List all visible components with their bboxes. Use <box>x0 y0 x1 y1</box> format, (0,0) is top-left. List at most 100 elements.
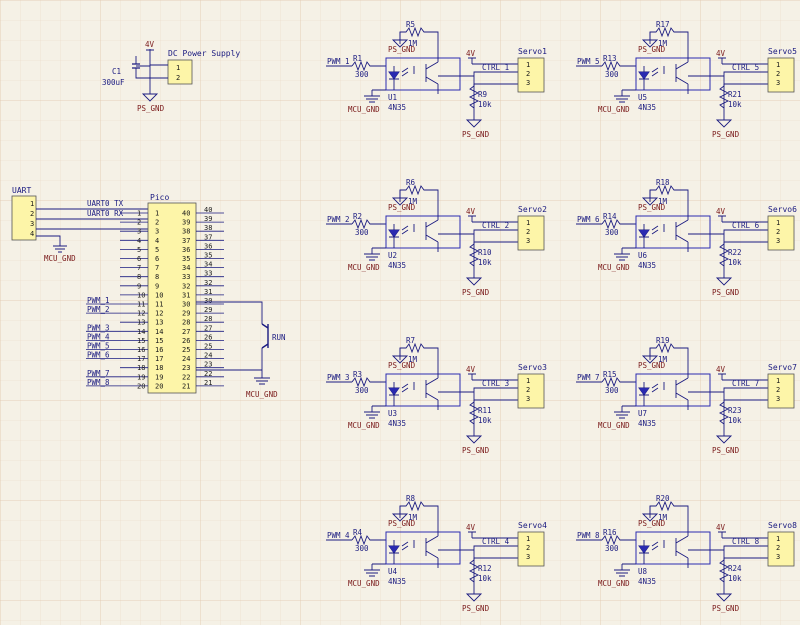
pico-pin-right: 32 <box>182 282 190 290</box>
pico-pin-left: 2 <box>155 219 159 227</box>
feedback-resistor-ref: R19 <box>656 336 670 345</box>
opto-ref: U5 <box>638 93 647 102</box>
pulldown-resistor-ref: R9 <box>478 90 487 99</box>
c1-value: 300uF <box>102 78 125 87</box>
input-resistor-ref: R15 <box>603 370 617 379</box>
servo-connector-title: Servo4 <box>518 521 547 530</box>
pico-ext-pin-left: 18 <box>137 364 145 372</box>
servo-pin: 1 <box>526 61 530 69</box>
supply-4v-label: 4V <box>466 207 476 216</box>
servo-pin: 3 <box>526 237 530 245</box>
pico-gnd-label: MCU_GND <box>246 390 278 399</box>
ps-gnd-top-label: PS_GND <box>638 203 666 212</box>
input-resistor-ref: R16 <box>603 528 617 537</box>
pico-pin-left: 12 <box>155 310 163 318</box>
pico-pin-left: 3 <box>155 228 159 236</box>
servo-pin: 2 <box>526 544 530 552</box>
uart-title: UART <box>12 186 31 195</box>
servo-pin: 1 <box>526 219 530 227</box>
pico-pin-right: 33 <box>182 273 190 281</box>
pico-pin-right: 22 <box>182 373 190 381</box>
pico-pin-right: 25 <box>182 346 190 354</box>
uart-rx-net: UART0 RX <box>87 209 124 218</box>
pico-pin-left: 8 <box>155 273 159 281</box>
pico-pin-right: 21 <box>182 382 190 390</box>
pulldown-resistor-ref: R24 <box>728 564 742 573</box>
pico-ext-pin-right: 29 <box>204 306 212 314</box>
servo-pin: 3 <box>526 395 530 403</box>
pico-ext-pin-right: 31 <box>204 288 212 296</box>
pico-ext-pin-left: 12 <box>137 310 145 318</box>
feedback-resistor-value: 1M <box>408 355 418 364</box>
pico-ext-pin-left: 4 <box>137 237 141 245</box>
pico-ext-pin-right: 39 <box>204 215 212 223</box>
feedback-resistor-ref: R18 <box>656 178 670 187</box>
dc-supply-connector <box>167 59 193 85</box>
servo-pin: 3 <box>776 395 780 403</box>
ctrl-net-label: CTRL_5 <box>732 63 759 72</box>
pico-ext-pin-right: 37 <box>204 233 212 241</box>
feedback-resistor-value: 1M <box>408 197 418 206</box>
feedback-resistor-value: 1M <box>658 355 668 364</box>
pico-pin-left: 1 <box>155 210 159 218</box>
ps-gnd-bottom-label: PS_GND <box>462 604 490 613</box>
opto-part: 4N35 <box>638 261 656 270</box>
opto-ref: U3 <box>388 409 397 418</box>
servo-pin: 1 <box>776 535 780 543</box>
servo-pin: 3 <box>526 553 530 561</box>
pwm-net-label: PWM_6 <box>577 215 600 224</box>
feedback-resistor-value: 1M <box>658 197 668 206</box>
servo-pin: 3 <box>776 553 780 561</box>
servo-pin: 2 <box>776 228 780 236</box>
mcu-gnd-label: MCU_GND <box>348 263 380 272</box>
pico-ext-pin-right: 26 <box>204 333 212 341</box>
opto-ref: U4 <box>388 567 398 576</box>
input-resistor-value: 300 <box>605 386 619 395</box>
dc-power-supply-block: DC Power Supply 1 2 4V C1 300uF PS_GND <box>102 40 240 113</box>
ps-gnd-bottom-label: PS_GND <box>712 130 740 139</box>
servo-pin: 2 <box>526 386 530 394</box>
opto-part: 4N35 <box>638 103 656 112</box>
pico-ext-pin-right: 22 <box>204 370 212 378</box>
dc-supply-title: DC Power Supply <box>168 49 240 58</box>
supply-4v-label: 4V <box>716 523 726 532</box>
pico-ext-pin-left: 20 <box>137 382 145 390</box>
pico-pwm-net-label: PWM_1 <box>87 296 110 305</box>
pulldown-resistor-value: 10k <box>478 574 492 583</box>
mcu-gnd-label: MCU_GND <box>348 105 380 114</box>
pico-ext-pin-left: 13 <box>137 319 145 327</box>
supply-4v-label: 4V <box>716 49 726 58</box>
pico-pwm-net-label: PWM_8 <box>87 378 110 387</box>
uart-gnd-label: MCU_GND <box>44 254 76 263</box>
pwm-net-label: PWM_8 <box>577 531 600 540</box>
pico-pin-right: 37 <box>182 237 190 245</box>
servo-connector <box>767 373 795 409</box>
servo-connector-title: Servo7 <box>768 363 797 372</box>
opto-part: 4N35 <box>638 419 656 428</box>
pico-ext-pin-right: 38 <box>204 224 212 232</box>
pico-ext-pin-left: 17 <box>137 355 145 363</box>
pico-ext-pin-right: 40 <box>204 206 212 214</box>
pwm-net-label: PWM_2 <box>327 215 350 224</box>
ctrl-net-label: CTRL_2 <box>482 221 509 230</box>
pwm-net-label: PWM_1 <box>327 57 350 66</box>
pulldown-resistor-value: 10k <box>728 416 742 425</box>
mcu-gnd-label: MCU_GND <box>598 105 630 114</box>
supply-4v-label: 4V <box>466 49 476 58</box>
feedback-resistor-ref: R8 <box>406 494 416 503</box>
uart-pin-3: 3 <box>30 220 34 228</box>
pico-pin-right: 40 <box>182 210 190 218</box>
pico-pin-left: 6 <box>155 255 159 263</box>
pulldown-resistor-value: 10k <box>478 100 492 109</box>
servo-connector-title: Servo6 <box>768 205 797 214</box>
servo-connector-title: Servo3 <box>518 363 547 372</box>
servo-pin: 2 <box>526 70 530 78</box>
pico-pin-left: 16 <box>155 346 163 354</box>
opto-part: 4N35 <box>388 261 406 270</box>
input-resistor-ref: R14 <box>603 212 617 221</box>
